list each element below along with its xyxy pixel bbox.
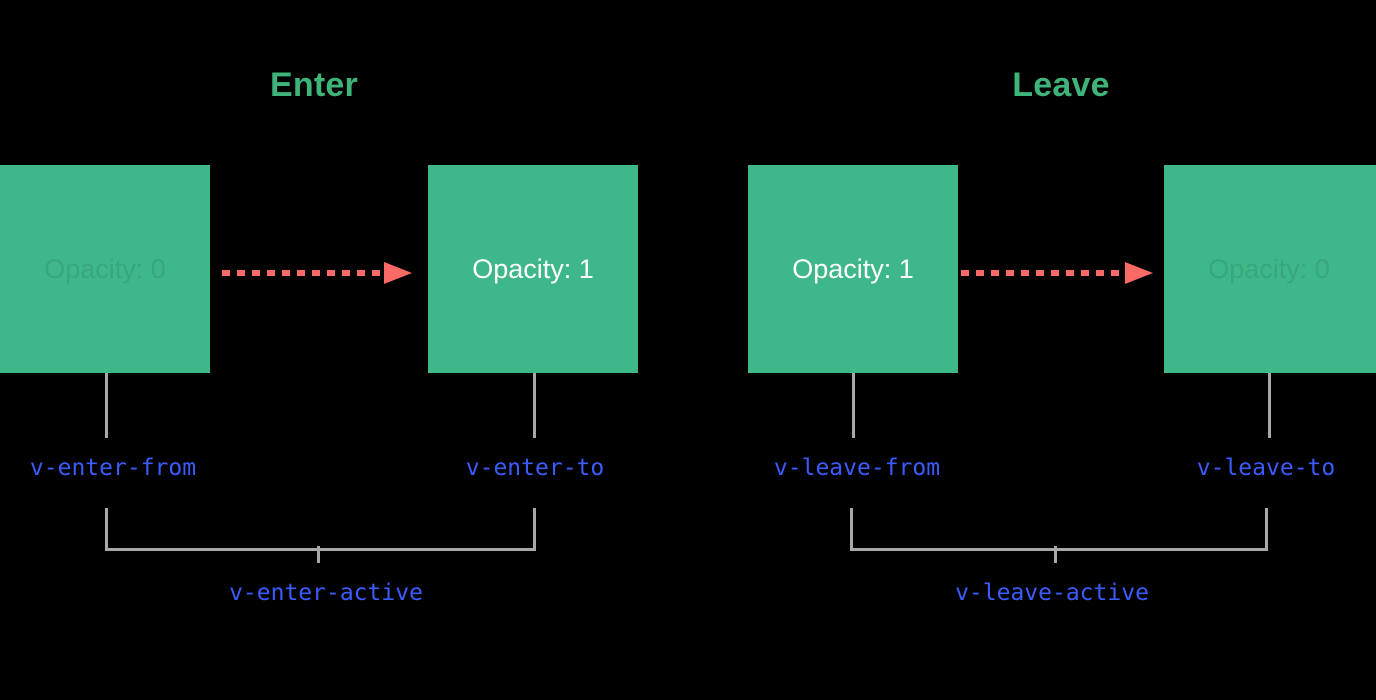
enter-transition-arrow: [222, 262, 414, 284]
class-label-v-leave-from: v-leave-from: [773, 455, 941, 481]
leave-from-box-label: Opacity: 1: [792, 253, 914, 284]
leave-transition-arrow: [961, 262, 1155, 284]
phase-title-leave: Leave: [1012, 66, 1110, 104]
class-label-v-leave-to: v-leave-to: [1196, 455, 1336, 481]
enter-to-box-label: Opacity: 1: [472, 253, 594, 284]
bracket-stem-enter-active: [317, 546, 320, 563]
bracket-leave-active: [850, 508, 1268, 551]
class-label-v-enter-to: v-enter-to: [465, 455, 605, 481]
connector-enter-from: [105, 373, 108, 438]
class-label-v-leave-active: v-leave-active: [955, 580, 1149, 606]
phase-title-enter: Enter: [270, 66, 358, 104]
connector-enter-to: [533, 373, 536, 438]
connector-leave-to: [1268, 373, 1271, 438]
leave-to-box-label: Opacity: 0: [1208, 253, 1330, 284]
class-label-v-enter-active: v-enter-active: [229, 580, 423, 606]
enter-from-box: Opacity: 0: [0, 165, 210, 373]
leave-from-box: Opacity: 1: [748, 165, 958, 373]
class-label-v-enter-from: v-enter-from: [29, 455, 197, 481]
enter-to-box: Opacity: 1: [428, 165, 638, 373]
connector-leave-from: [852, 373, 855, 438]
enter-from-box-label: Opacity: 0: [44, 253, 166, 284]
bracket-enter-active: [105, 508, 536, 551]
leave-to-box: Opacity: 0: [1164, 165, 1376, 373]
bracket-stem-leave-active: [1054, 546, 1057, 563]
